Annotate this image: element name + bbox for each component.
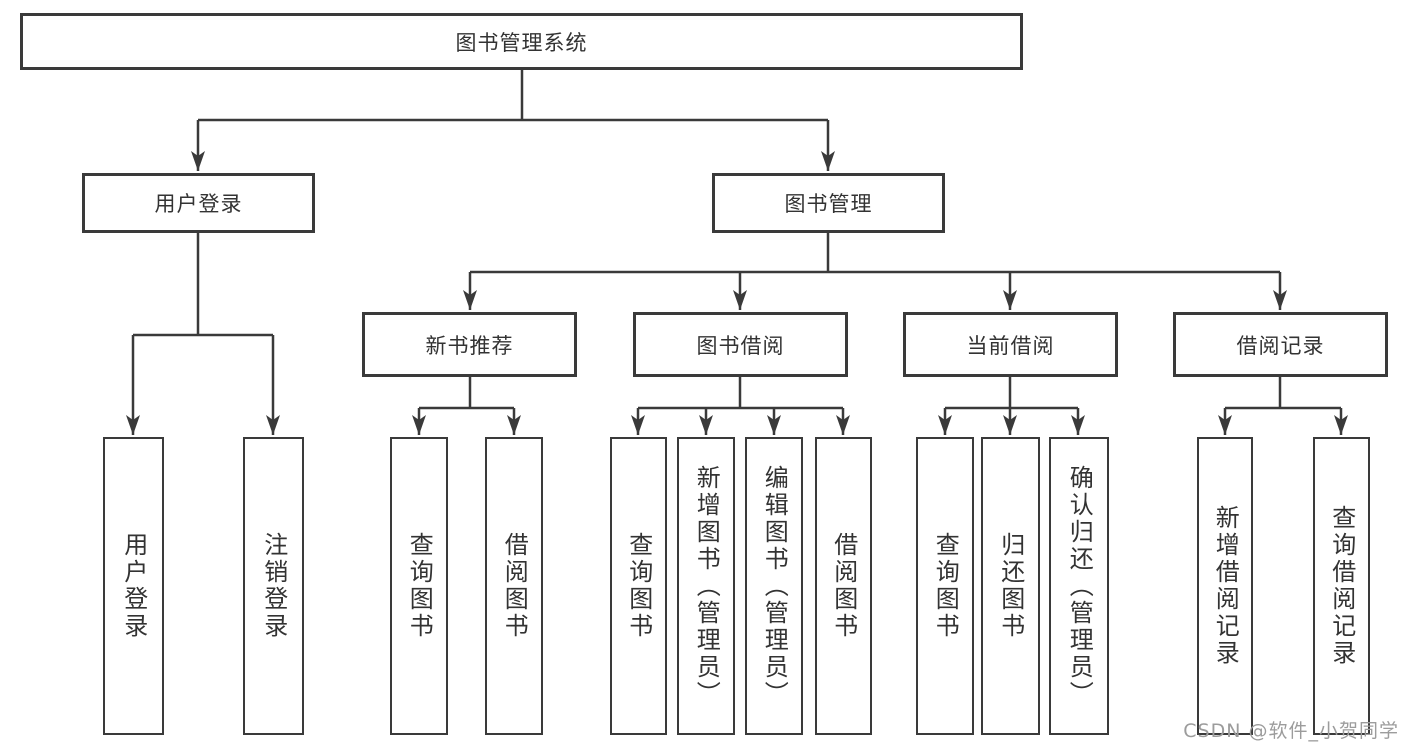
leaf-add-book-admin: 新增图书（管理员）	[677, 437, 735, 735]
node-root-library-management-system: 图书管理系统	[20, 13, 1023, 70]
node-book-management: 图书管理	[712, 173, 945, 233]
node-book-borrow: 图书借阅	[633, 312, 848, 377]
leaf-add-borrow-record: 新增借阅记录	[1197, 437, 1253, 735]
node-borrow-records: 借阅记录	[1173, 312, 1388, 377]
leaf-borrow-books: 借阅图书	[815, 437, 872, 735]
node-new-book-recommend: 新书推荐	[362, 312, 577, 377]
leaf-query-books-current: 查询图书	[916, 437, 974, 735]
leaf-user-login: 用户登录	[103, 437, 164, 735]
node-current-borrow: 当前借阅	[903, 312, 1118, 377]
leaf-query-borrow-record: 查询借阅记录	[1313, 437, 1370, 735]
leaf-return-books: 归还图书	[981, 437, 1040, 735]
node-user-login: 用户登录	[82, 173, 315, 233]
leaf-confirm-return-admin: 确认归还（管理员）	[1049, 437, 1109, 735]
leaf-edit-book-admin: 编辑图书（管理员）	[745, 437, 803, 735]
leaf-query-books-recommend: 查询图书	[390, 437, 448, 735]
leaf-borrow-books-recommend: 借阅图书	[485, 437, 543, 735]
leaf-query-books-borrow: 查询图书	[610, 437, 667, 735]
csdn-watermark: CSDN @软件_小贺同学	[1183, 720, 1399, 742]
leaf-logout: 注销登录	[243, 437, 304, 735]
